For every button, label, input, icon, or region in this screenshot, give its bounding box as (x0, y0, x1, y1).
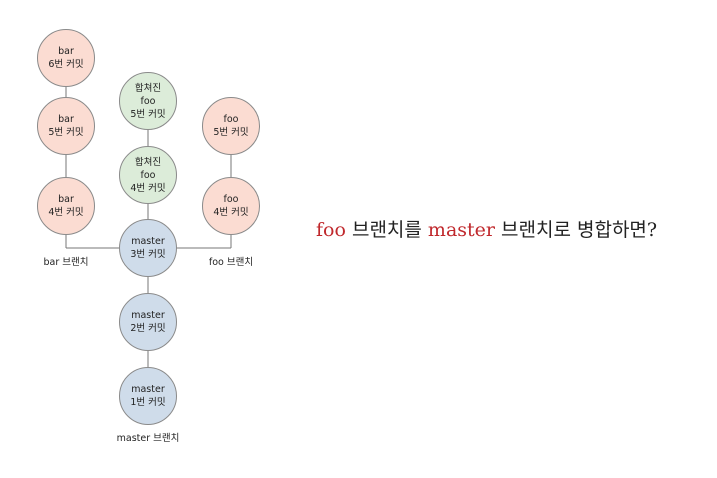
caption-master: master (427, 219, 495, 241)
node-text: 4번 커밋 (48, 207, 84, 218)
node-text: 3번 커밋 (130, 249, 166, 260)
node-text: master (131, 384, 165, 395)
commit-node-merged-foo5: 합쳐진 foo 5번 커밋 (119, 72, 177, 130)
node-text: 6번 커밋 (48, 59, 84, 70)
node-text: foo (223, 194, 239, 205)
node-text: bar (58, 114, 74, 125)
node-text: 4번 커밋 (130, 182, 166, 194)
branch-label-master: master 브랜치 (116, 433, 180, 444)
node-text: master (131, 310, 165, 321)
commit-node-foo5: foo 5번 커밋 (202, 97, 260, 155)
commit-node-master1: master 1번 커밋 (119, 367, 177, 425)
node-text: 4번 커밋 (213, 207, 249, 218)
commit-node-foo4: foo 4번 커밋 (202, 177, 260, 235)
node-text: 2번 커밋 (130, 323, 166, 334)
branch-label-bar: bar 브랜치 (43, 257, 89, 268)
node-text: foo (140, 95, 156, 107)
node-text: bar (58, 194, 74, 205)
node-text: 합쳐진 (134, 82, 162, 94)
commit-node-master3: master 3번 커밋 (119, 219, 177, 277)
node-text: 5번 커밋 (213, 127, 249, 138)
caption-text: 브랜치로 병합하면? (494, 219, 658, 241)
node-text: 5번 커밋 (130, 108, 166, 120)
caption-text: 브랜치를 (345, 219, 428, 241)
commit-node-bar5: bar 5번 커밋 (37, 97, 95, 155)
node-text: 5번 커밋 (48, 127, 84, 138)
node-text: bar (58, 46, 74, 57)
commit-node-master2: master 2번 커밋 (119, 293, 177, 351)
node-text: 1번 커밋 (130, 397, 166, 408)
node-text: foo (223, 114, 239, 125)
caption-foo: foo (316, 219, 346, 241)
commit-node-bar4: bar 4번 커밋 (37, 177, 95, 235)
node-text: foo (140, 169, 156, 181)
commit-node-bar6: bar 6번 커밋 (37, 29, 95, 87)
branch-label-foo: foo 브랜치 (208, 257, 254, 268)
merge-question-caption: foo 브랜치를 master 브랜치로 병합하면? (316, 215, 657, 242)
commit-node-merged-foo4: 합쳐진 foo 4번 커밋 (119, 146, 177, 204)
node-text: master (131, 236, 165, 247)
node-text: 합쳐진 (134, 156, 162, 168)
